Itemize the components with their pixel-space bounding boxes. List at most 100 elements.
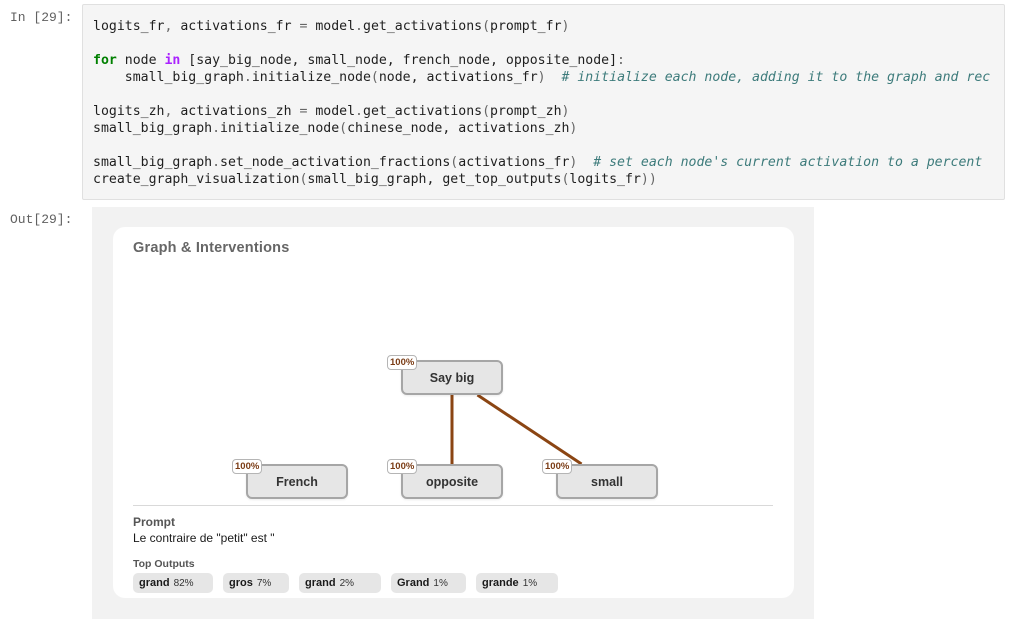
code-token: .	[212, 121, 221, 136]
code-line: logits_fr, activations_fr = model.get_ac…	[93, 18, 990, 35]
code-line: logits_zh, activations_zh = model.get_ac…	[93, 103, 990, 120]
code-token: prompt_fr	[490, 19, 562, 34]
node-label: Say big	[429, 370, 475, 385]
code-token: )	[537, 70, 546, 85]
prompt-heading: Prompt	[133, 515, 175, 529]
code-token: node, activations_fr	[378, 70, 538, 85]
code-line	[93, 86, 990, 103]
code-token: node	[116, 53, 165, 68]
output-token: gros	[229, 577, 253, 589]
code-token: logits_fr	[93, 19, 165, 34]
code-token: ,	[164, 104, 181, 119]
top-outputs-list: grand 82% gros 7% grand 2% Grand 1% gran…	[133, 573, 558, 593]
node-label: French	[276, 474, 318, 489]
code-token: :	[617, 53, 625, 68]
output-chip[interactable]: grand 82%	[133, 573, 213, 593]
code-token: model	[307, 19, 356, 34]
code-token: logits_zh	[93, 104, 165, 119]
code-token: activations_fr	[458, 155, 570, 170]
graph-title: Graph & Interventions	[133, 240, 290, 256]
code-token: (	[561, 172, 570, 187]
code-token: small_big_graph	[93, 70, 244, 85]
code-token: get_activations	[363, 104, 483, 119]
code-token: create_graph_visualization	[93, 172, 300, 187]
node-small[interactable]: 100% small	[542, 459, 658, 499]
code-editor[interactable]: logits_fr, activations_fr = model.get_ac…	[93, 18, 990, 188]
code-line: create_graph_visualization(small_big_gra…	[93, 171, 990, 188]
node-label: small	[591, 474, 623, 489]
code-token: =	[299, 19, 308, 34]
activation-badge: 100%	[387, 355, 418, 370]
code-token: =	[299, 104, 308, 119]
code-token: small_big_graph	[93, 155, 213, 170]
code-token: .	[243, 70, 252, 85]
activation-badge: 100%	[232, 459, 263, 474]
code-token: )	[569, 121, 578, 136]
output-percent: 82%	[173, 577, 194, 589]
code-token: for	[93, 53, 117, 68]
code-token: in	[164, 53, 181, 68]
code-token: get_activations	[363, 19, 483, 34]
code-token: initialize_node	[251, 70, 371, 85]
code-token: # set each node's current activation to …	[577, 155, 983, 170]
code-token: )	[561, 104, 570, 119]
input-prompt: In [29]:	[10, 10, 73, 25]
code-token: activations_fr	[180, 19, 300, 34]
edge-say_big-small	[476, 393, 583, 466]
code-token: # initialize each node, adding it to the…	[545, 70, 991, 85]
node-opposite[interactable]: 100% opposite	[387, 459, 503, 499]
code-token: (	[370, 70, 379, 85]
output-token: grande	[482, 577, 519, 589]
node-french[interactable]: 100% French	[232, 459, 348, 499]
code-token: logits_fr	[569, 172, 641, 187]
graph-edges	[450, 393, 583, 466]
code-token: (	[450, 155, 459, 170]
output-chip[interactable]: grande 1%	[476, 573, 558, 593]
node-say-big[interactable]: 100% Say big	[387, 355, 503, 395]
code-line	[93, 35, 990, 52]
code-token: initialize_node	[220, 121, 340, 136]
code-token: .	[212, 155, 221, 170]
top-outputs-heading: Top Outputs	[133, 558, 195, 570]
node-label: opposite	[425, 474, 479, 489]
code-token: )	[569, 155, 578, 170]
code-token: set_node_activation_fractions	[220, 155, 451, 170]
output-prompt: Out[29]:	[10, 212, 73, 227]
output-chip[interactable]: grand 2%	[299, 573, 381, 593]
output-chip[interactable]: gros 7%	[223, 573, 289, 593]
divider	[133, 505, 773, 506]
code-token: (	[299, 172, 308, 187]
code-line: small_big_graph.initialize_node(chinese_…	[93, 120, 990, 137]
code-line: small_big_graph.set_node_activation_frac…	[93, 154, 990, 171]
code-token: model	[307, 104, 356, 119]
code-line: for node in [say_big_node, small_node, f…	[93, 52, 990, 69]
code-token: small_big_graph, get_top_outputs	[307, 172, 562, 187]
activation-badge: 100%	[542, 459, 573, 474]
graph-card: Graph & Interventions 100% Say big 100% …	[113, 227, 794, 598]
code-token: activations_zh	[180, 104, 300, 119]
code-token: ))	[640, 172, 657, 187]
code-token: (	[339, 121, 348, 136]
code-token: (	[482, 104, 491, 119]
output-percent: 7%	[256, 577, 272, 589]
output-token: grand	[139, 577, 170, 589]
code-cell[interactable]: logits_fr, activations_fr = model.get_ac…	[82, 4, 1005, 200]
output-chip[interactable]: Grand 1%	[391, 573, 466, 593]
activation-badge: 100%	[387, 459, 418, 474]
output-percent: 2%	[339, 577, 355, 589]
code-token: .	[355, 104, 363, 119]
code-token: )	[561, 19, 570, 34]
prompt-text: Le contraire de "petit" est "	[133, 531, 275, 545]
code-token: (	[482, 19, 491, 34]
code-line	[93, 137, 990, 154]
code-token: ,	[164, 19, 181, 34]
code-token: prompt_zh	[490, 104, 562, 119]
code-token: .	[355, 19, 363, 34]
code-token: small_big_graph	[93, 121, 213, 136]
code-token: [say_big_node, small_node, french_node, …	[180, 53, 618, 68]
code-line: small_big_graph.initialize_node(node, ac…	[93, 69, 990, 86]
code-token: chinese_node, activations_zh	[347, 121, 570, 136]
output-percent: 1%	[433, 577, 448, 589]
output-area: Graph & Interventions 100% Say big 100% …	[92, 207, 814, 619]
